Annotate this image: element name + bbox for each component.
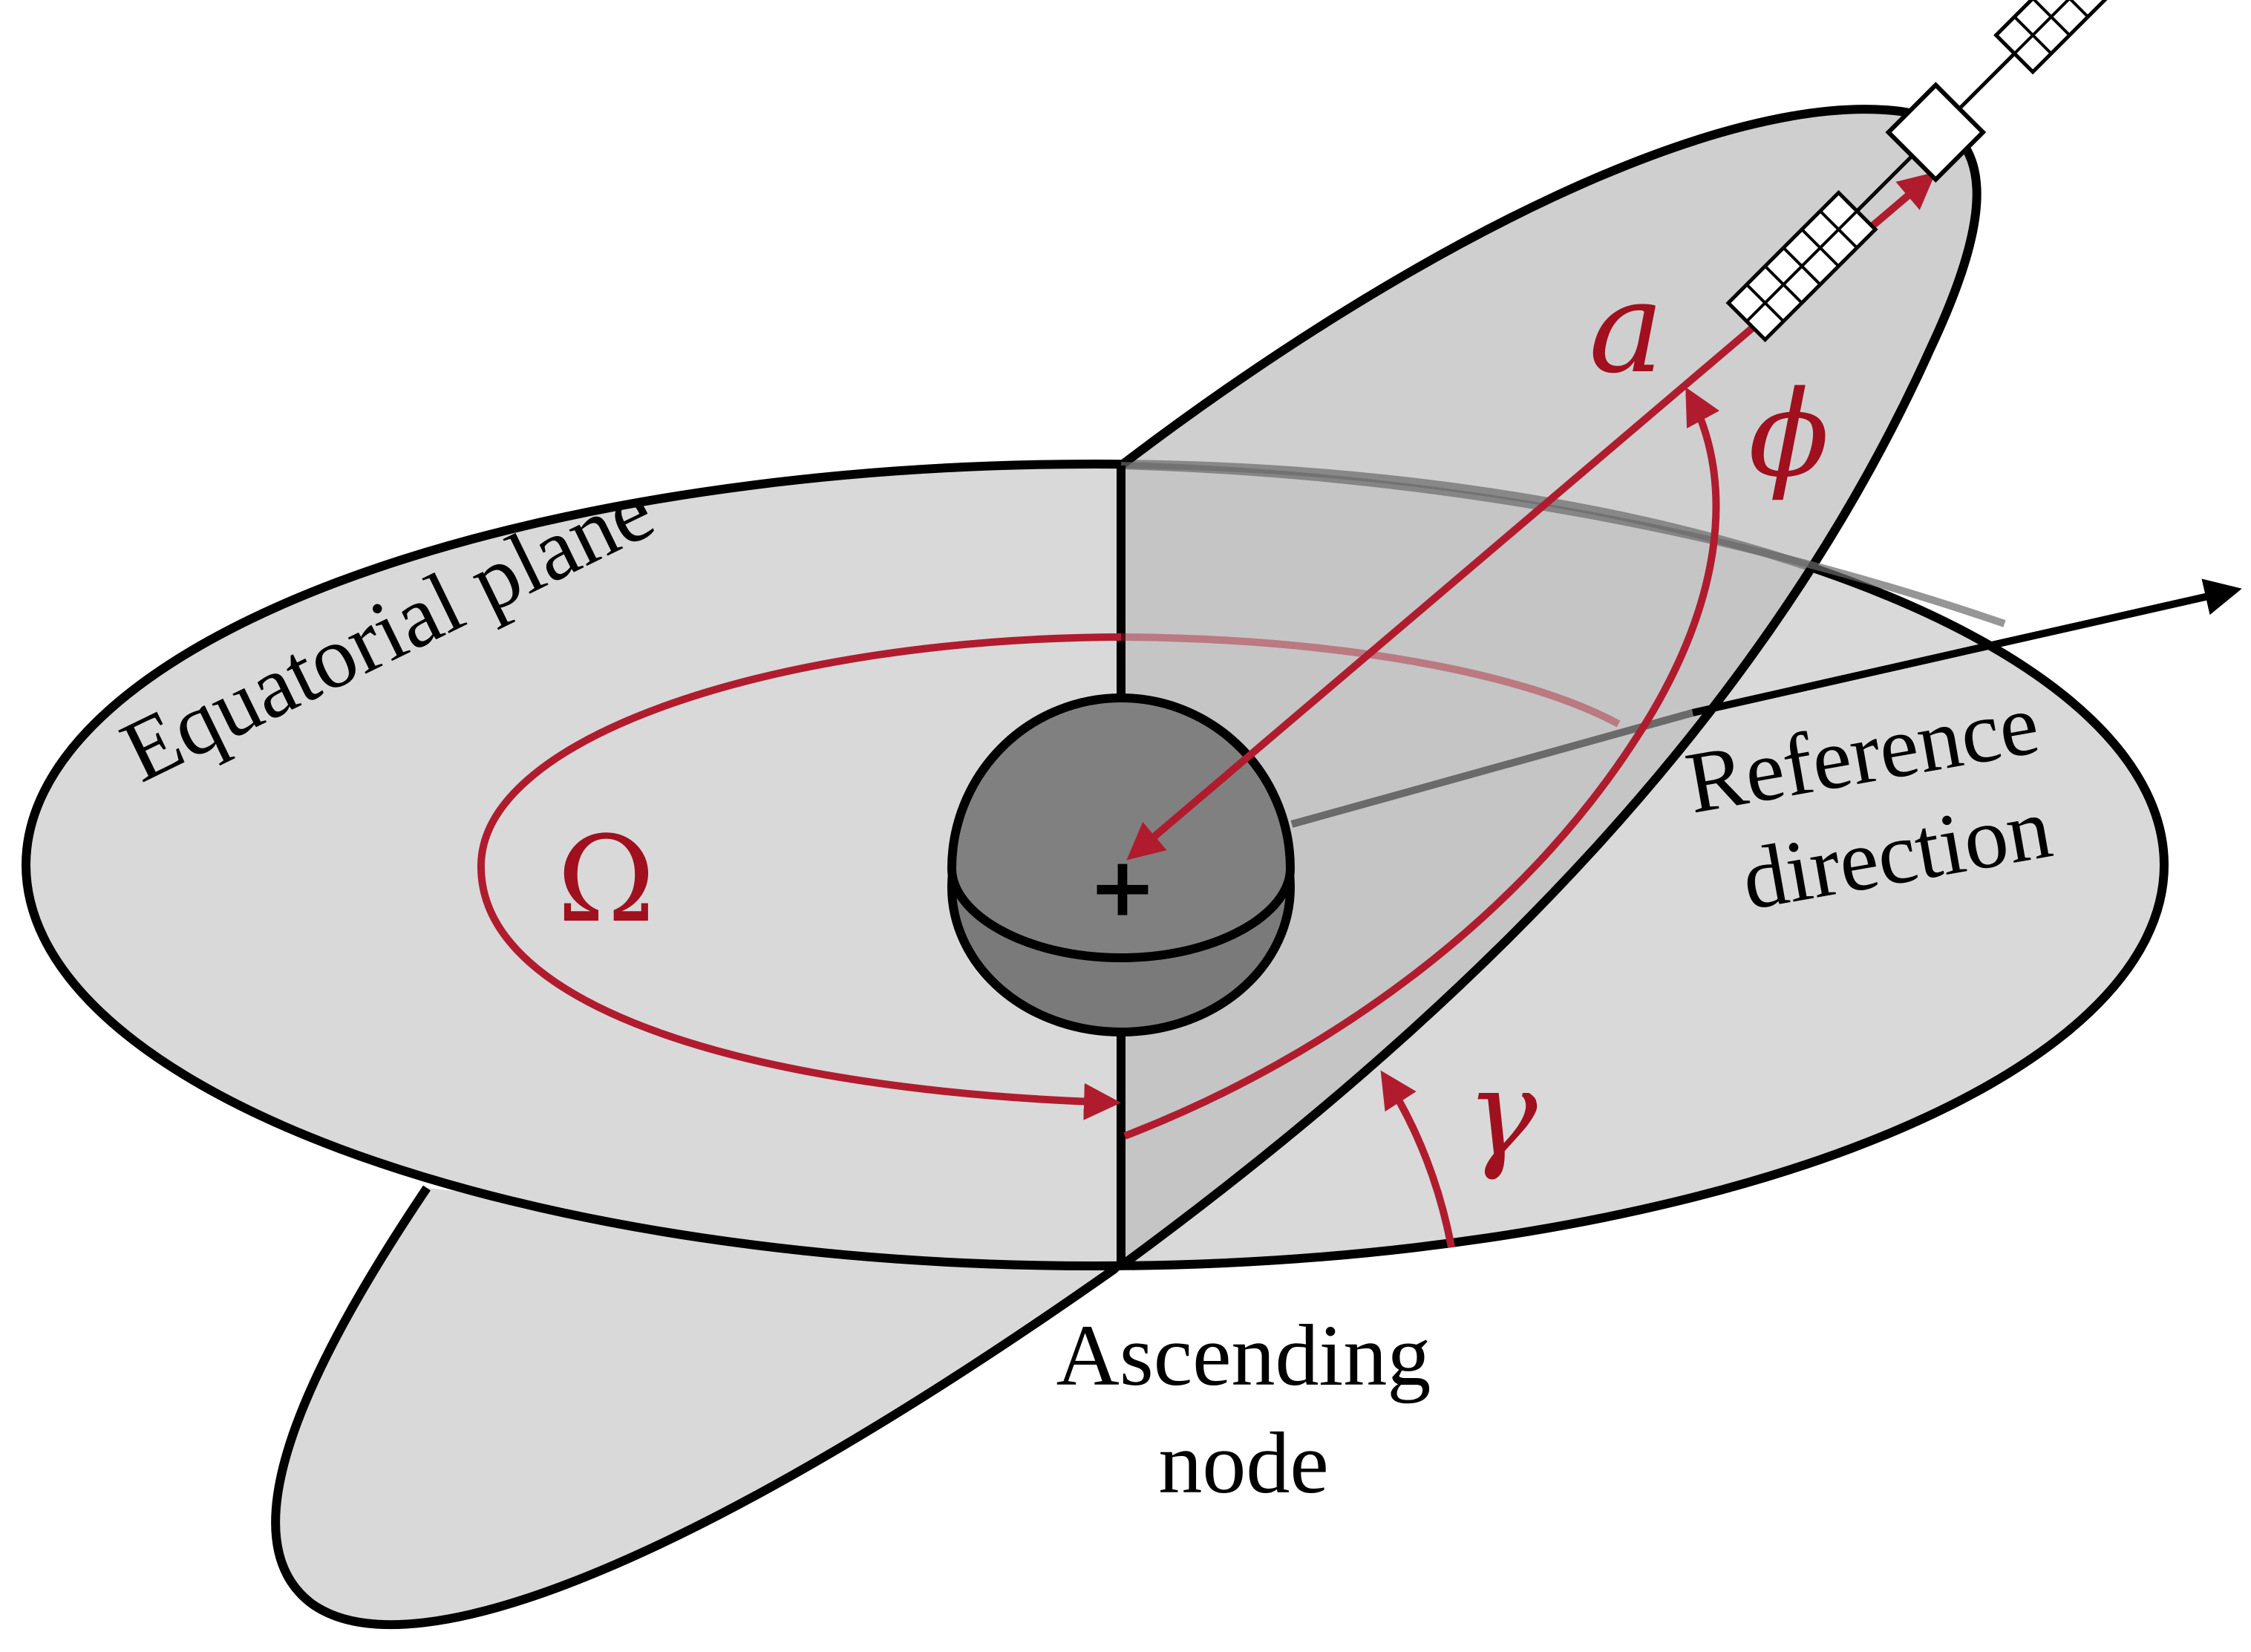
semi-major-axis-symbol: a xyxy=(1589,255,1664,402)
gamma-arc xyxy=(1380,1070,1455,1248)
gamma-symbol: γ xyxy=(1466,1044,1538,1183)
raan-arc xyxy=(477,633,1122,1120)
raan-symbol: Ω xyxy=(557,810,656,949)
ascending-node-label-line1: Ascending xyxy=(1056,1307,1431,1404)
phi-symbol: ϕ xyxy=(1748,365,1829,503)
ascending-node-label-line2: node xyxy=(1158,1414,1328,1512)
satellite-icon xyxy=(1725,0,2146,343)
center-mark: + xyxy=(1088,839,1157,934)
orbital-plane-lower-lobe xyxy=(271,1185,1125,1630)
